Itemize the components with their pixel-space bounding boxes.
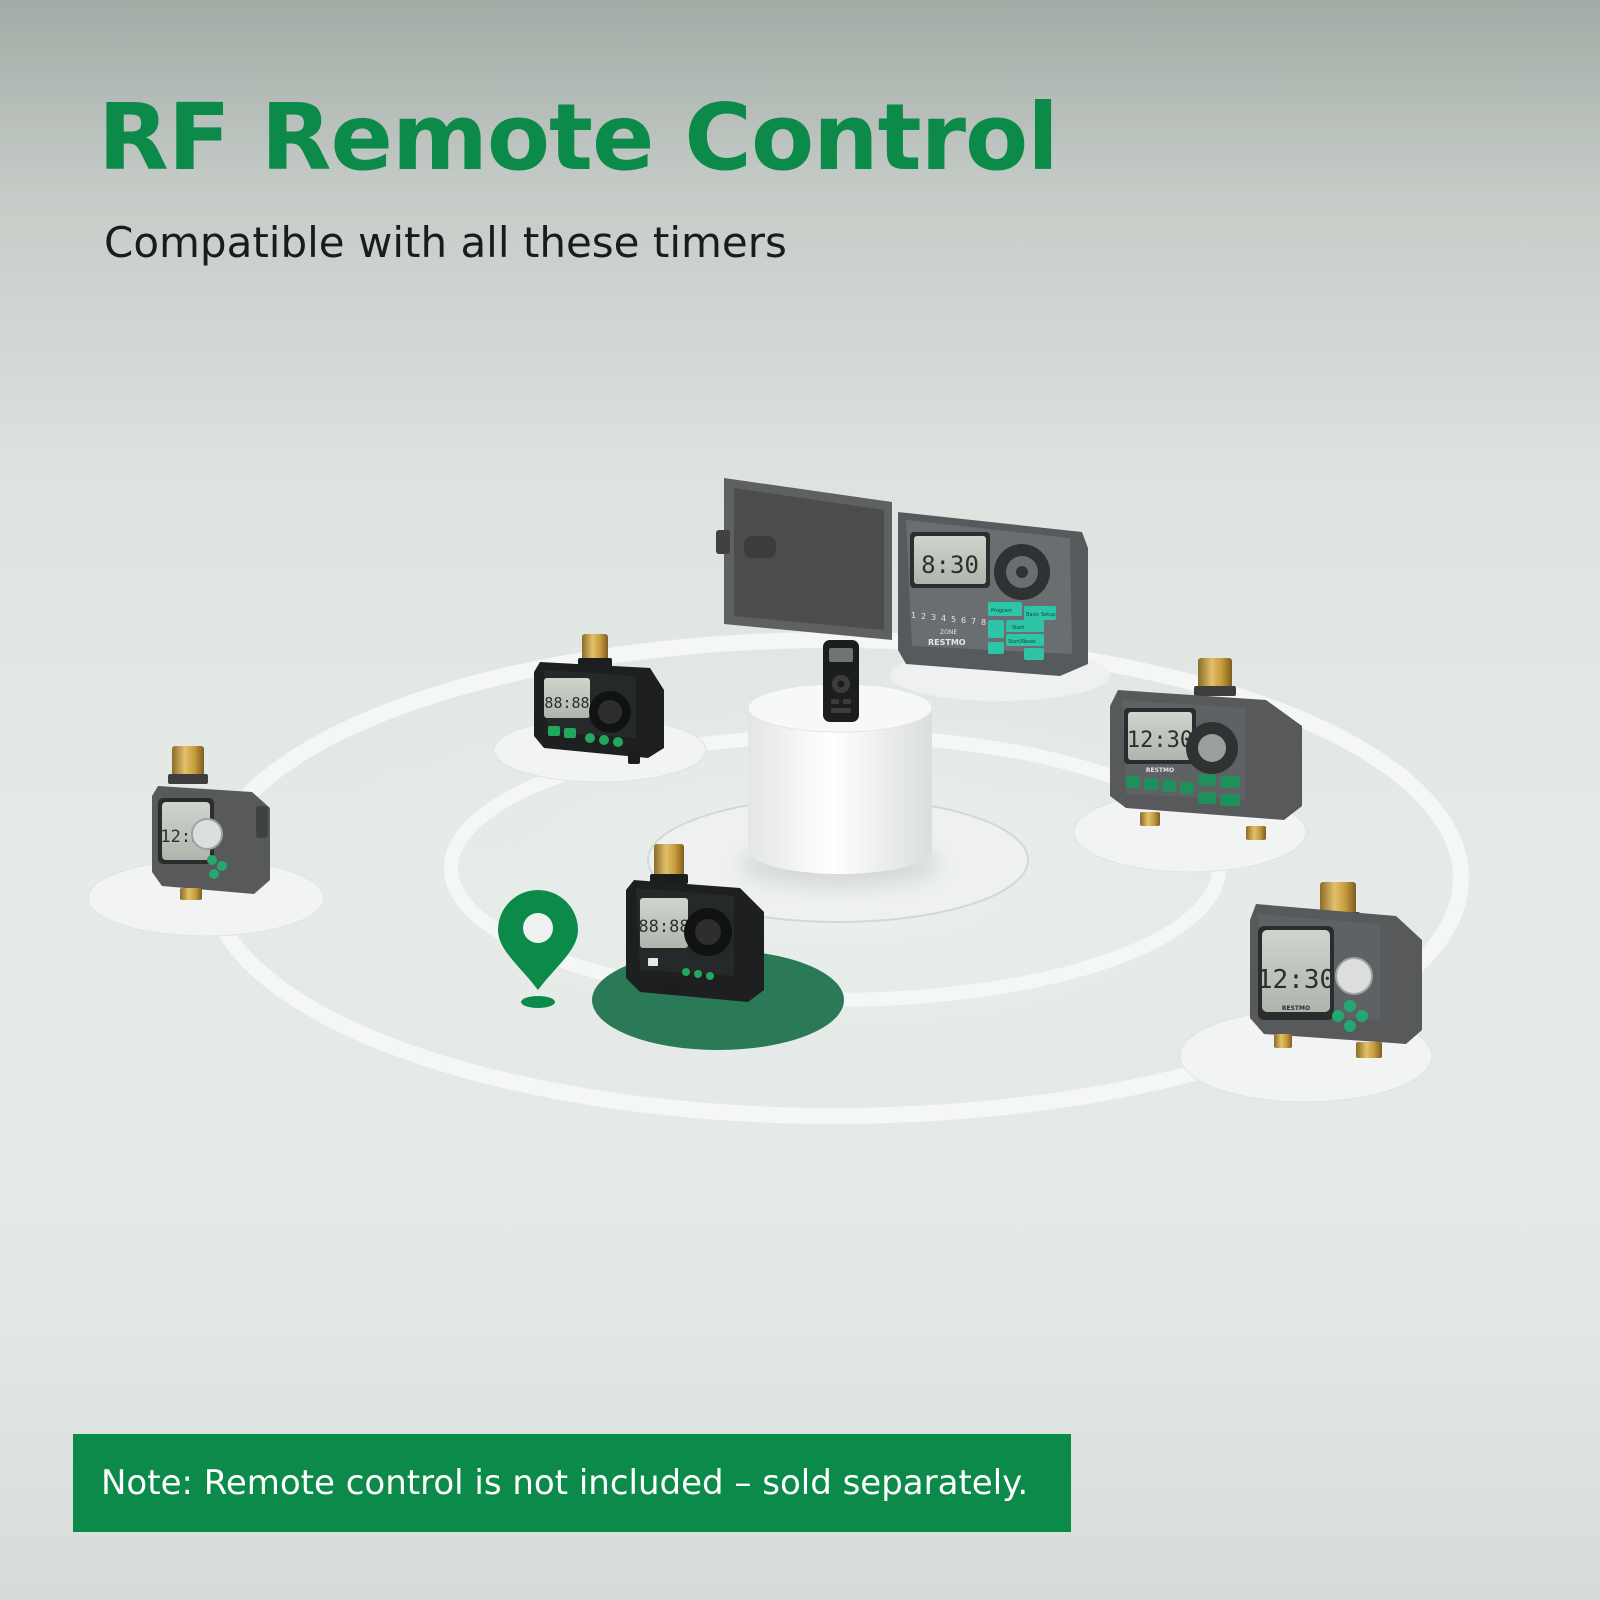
- timer-black-selected: 88:88: [592, 844, 844, 1050]
- controller-display: 8:30: [921, 551, 979, 579]
- svg-text:2: 2: [921, 612, 926, 621]
- timer-dual-four-zone: 12:30 RESTMO: [1073, 658, 1307, 873]
- svg-text:Basic Setup: Basic Setup: [1026, 612, 1055, 618]
- headline: RF Remote Control: [98, 84, 1059, 191]
- remote-control-icon: [823, 640, 859, 722]
- svg-text:4: 4: [941, 614, 946, 623]
- svg-text:5: 5: [951, 615, 956, 624]
- svg-text:88:88: 88:88: [638, 917, 689, 937]
- svg-text:RESTMO: RESTMO: [1282, 1005, 1310, 1012]
- svg-text:6: 6: [961, 616, 966, 625]
- controller-keypad: Program Basic Setup Start Start/Reset: [988, 602, 1056, 660]
- svg-text:Start: Start: [1012, 625, 1024, 631]
- location-pin-icon: [498, 890, 578, 1008]
- timer-dual-dial: 12:30 RESTMO: [1179, 882, 1433, 1103]
- timer-grey-left: 12:30: [87, 746, 325, 937]
- svg-text:RESTMO: RESTMO: [1146, 767, 1174, 774]
- controller-brand: RESTMO: [928, 638, 966, 647]
- svg-text:ZONE: ZONE: [940, 629, 957, 636]
- svg-text:3: 3: [931, 613, 936, 622]
- svg-text:Start/Reset: Start/Reset: [1008, 639, 1036, 645]
- svg-text:12:30: 12:30: [1127, 728, 1193, 753]
- svg-text:1: 1: [911, 611, 916, 620]
- note-banner: Note: Remote control is not included – s…: [73, 1434, 1071, 1532]
- svg-text:7: 7: [971, 617, 976, 626]
- note-text: Note: Remote control is not included – s…: [101, 1463, 1029, 1503]
- svg-text:88:88: 88:88: [544, 694, 589, 712]
- svg-text:Program: Program: [991, 608, 1012, 614]
- irrigation-controller: 8:30 1 2 3 4 5 6 7 8 ZONE RESTMO Program: [716, 478, 1110, 701]
- subheadline: Compatible with all these timers: [104, 218, 787, 267]
- timer-black-top: 88:88: [493, 634, 707, 783]
- center-pillar: [740, 683, 940, 887]
- svg-text:8: 8: [981, 618, 986, 627]
- svg-text:12:30: 12:30: [1257, 965, 1335, 995]
